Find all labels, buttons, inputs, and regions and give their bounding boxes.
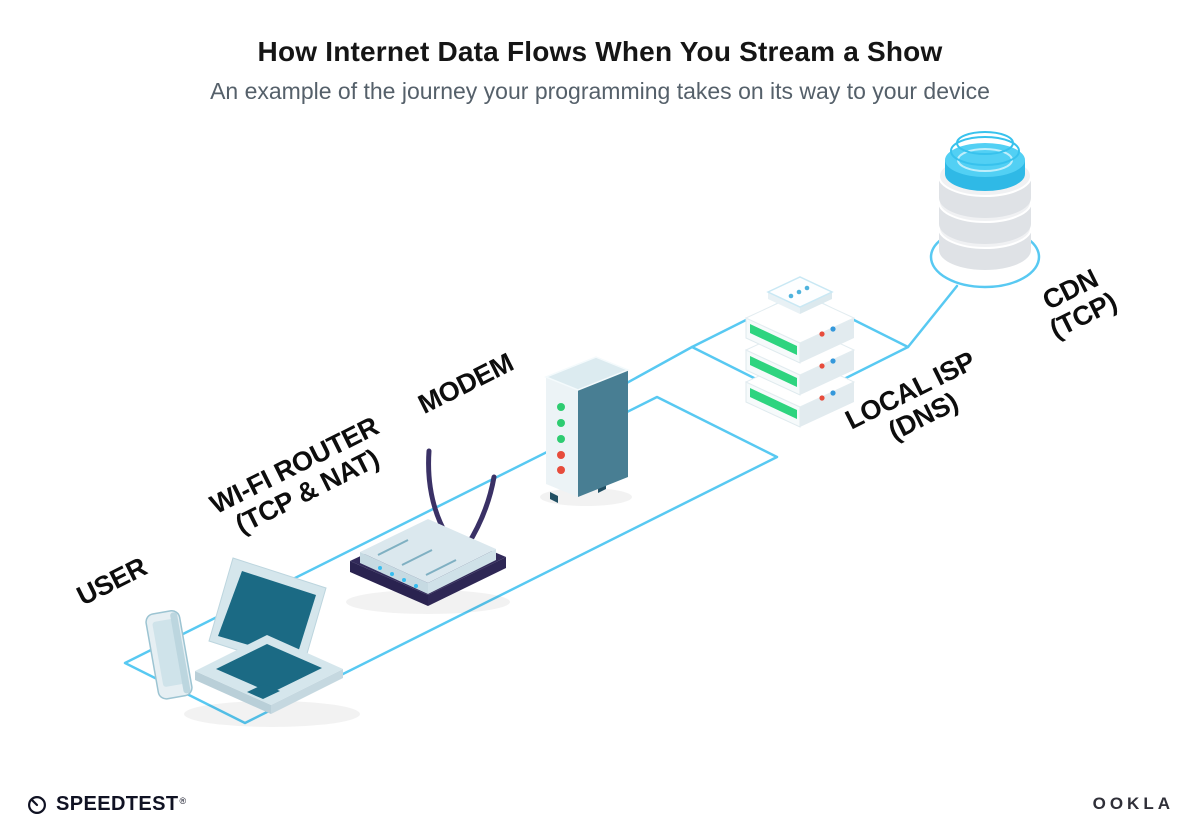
speedtest-gauge-icon (28, 795, 46, 814)
cdn-database-illustration (938, 131, 1032, 270)
speedtest-trademark: ® (179, 795, 187, 806)
ookla-wordmark: OOKLA (1092, 794, 1174, 813)
page-title: How Internet Data Flows When You Stream … (257, 36, 943, 67)
router-illustration (350, 448, 506, 606)
isp-server-illustration (744, 276, 856, 428)
ookla-logo: OOKLA (1093, 794, 1174, 814)
speedtest-logo: SPEEDTEST® (26, 793, 186, 816)
flow-rhombus-user-area (123, 395, 779, 725)
router-antenna-right (464, 474, 497, 549)
header: How Internet Data Flows When You Stream … (0, 36, 1200, 105)
isp-top-panel (766, 276, 834, 314)
speedtest-wordmark: SPEEDTEST (56, 793, 179, 815)
page-subtitle: An example of the journey your programmi… (210, 78, 990, 104)
modem-illustration (543, 356, 631, 503)
phone-illustration (145, 610, 193, 700)
flow-connector-isp-cdn (906, 284, 959, 349)
laptop-illustration (195, 557, 343, 714)
